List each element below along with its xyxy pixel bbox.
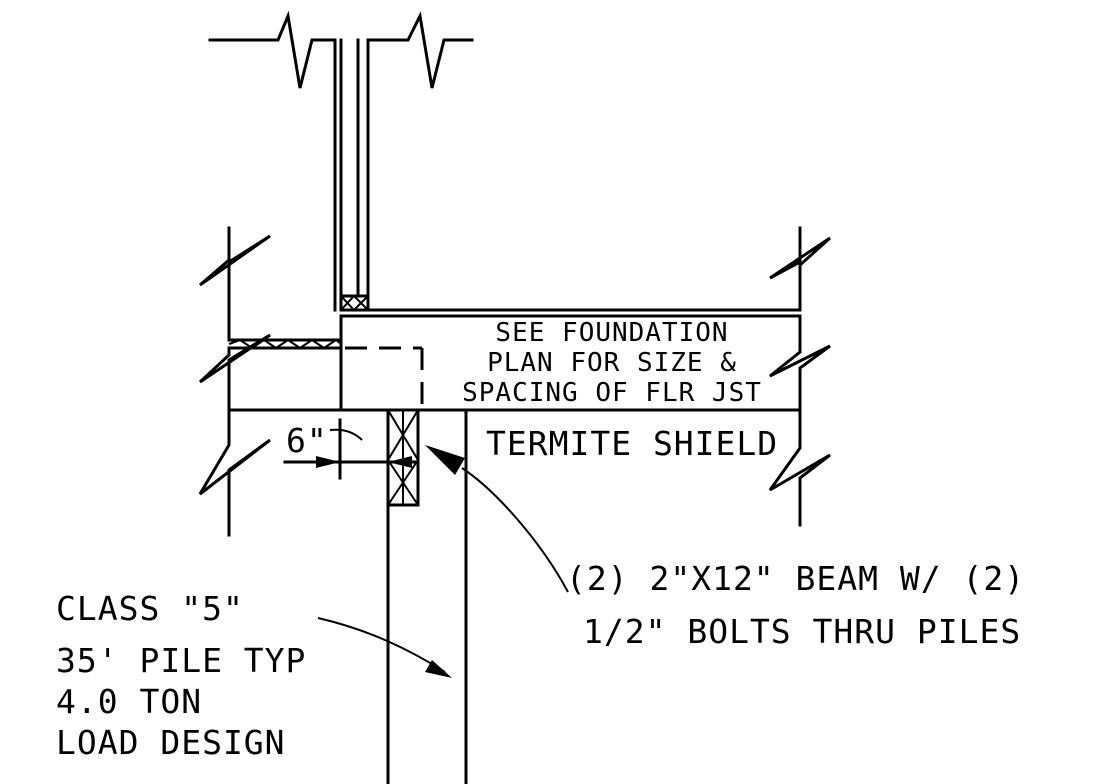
termite-shield [416, 408, 468, 420]
note-pile-line2: 35' PILE TYP [56, 641, 306, 680]
note-foundation-line2: PLAN FOR SIZE & [487, 348, 737, 378]
label-termite-shield: TERMITE SHIELD [486, 424, 778, 463]
pile-leader [317, 617, 452, 678]
left-sill [227, 314, 343, 412]
left-break-lines [198, 226, 271, 537]
note-beam-line1: (2) 2"X12" BEAM W/ (2) [566, 559, 1025, 598]
dimension-6in [283, 418, 420, 480]
note-pile-line4: LOAD DESIGN [56, 723, 286, 762]
note-beam-line2: 1/2" BOLTS THRU PILES [583, 612, 1021, 651]
floor-deck [339, 308, 802, 318]
bottom-plate [339, 294, 370, 312]
beam-end-block [386, 408, 420, 507]
note-pile-line1: CLASS "5" [56, 589, 244, 628]
beam-leader [425, 445, 569, 593]
dimension-label: 6" [286, 421, 328, 460]
top-break-line [208, 10, 474, 89]
right-break-lines [768, 226, 832, 527]
wall-stud [333, 38, 370, 312]
note-pile-line3: 4.0 TON [56, 682, 202, 721]
rim-joist-dashed [345, 346, 424, 410]
note-foundation-line1: SEE FOUNDATION [495, 318, 728, 348]
note-foundation-line3: SPACING OF FLR JST [462, 378, 762, 408]
